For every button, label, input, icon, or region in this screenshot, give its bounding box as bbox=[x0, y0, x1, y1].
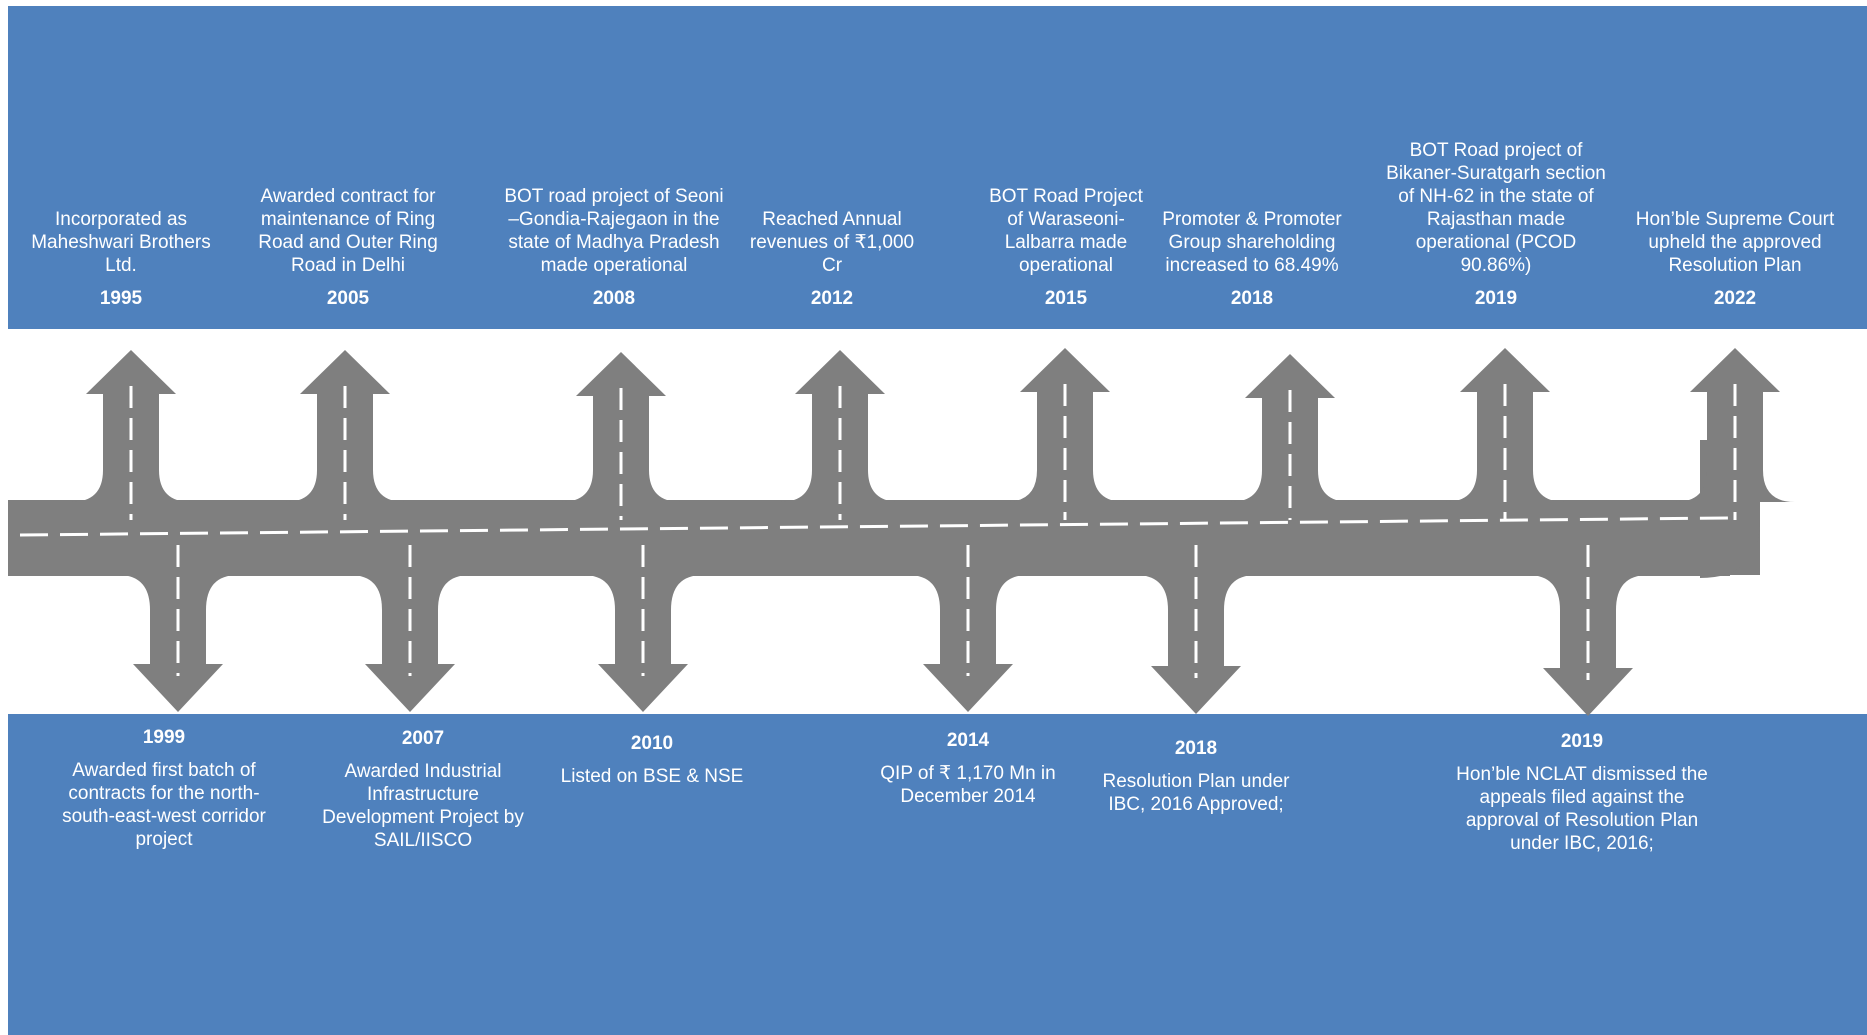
event-description: Awarded contract for maintenance of Ring… bbox=[258, 186, 438, 276]
timeline-event-bottom: 2010 Listed on BSE & NSE bbox=[542, 732, 762, 788]
branch-road-up bbox=[285, 390, 405, 502]
event-year: 2018 bbox=[1230, 288, 1274, 309]
arrow-up-icon bbox=[300, 350, 390, 394]
timeline-event-bottom: 2019 Hon’ble NCLAT dismissed the appeals… bbox=[1452, 730, 1712, 855]
arrow-up-icon bbox=[86, 350, 176, 394]
event-year: 2019 bbox=[1474, 288, 1518, 309]
timeline-event-top: Hon’ble Supreme Court upheld the approve… bbox=[1628, 208, 1843, 310]
branch-road-up bbox=[561, 392, 681, 502]
top-band bbox=[8, 6, 1867, 329]
branch-road-up bbox=[1005, 388, 1125, 502]
arrow-up-icon bbox=[1020, 348, 1110, 392]
arrow-up-icon bbox=[1460, 348, 1550, 392]
event-year: 2014 bbox=[946, 730, 990, 751]
arrow-down-icon bbox=[598, 664, 688, 712]
event-description: Awarded Industrial Infrastructure Develo… bbox=[322, 761, 524, 851]
arrow-up-icon bbox=[795, 350, 885, 394]
event-description: Awarded first batch of contracts for the… bbox=[62, 760, 266, 850]
event-year: 2018 bbox=[1174, 738, 1218, 759]
main-lane-marking bbox=[19, 516, 1729, 537]
event-description: Promoter & Promoter Group shareholding i… bbox=[1162, 209, 1342, 276]
arrow-up-icon bbox=[576, 352, 666, 396]
event-year: 2010 bbox=[630, 733, 674, 754]
arrow-down-icon bbox=[1543, 668, 1633, 716]
event-description: Incorporated as Maheshwari Brothers Ltd. bbox=[31, 209, 211, 276]
timeline-event-top: Incorporated as Maheshwari Brothers Ltd.… bbox=[26, 208, 216, 310]
timeline-event-top: BOT Road Project of Waraseoni-Lalbarra m… bbox=[981, 185, 1151, 310]
branch-road-up bbox=[1675, 388, 1795, 502]
event-year: 2019 bbox=[1560, 731, 1604, 752]
timeline-event-top: BOT road project of Seoni –Gondia-Rajega… bbox=[504, 185, 724, 310]
timeline-event-bottom: 2007 Awarded Industrial Infrastructure D… bbox=[313, 727, 533, 852]
arrow-down-icon bbox=[365, 664, 455, 712]
event-description: Hon’ble Supreme Court upheld the approve… bbox=[1635, 209, 1835, 276]
timeline-event-top: Promoter & Promoter Group shareholding i… bbox=[1152, 208, 1352, 310]
branch-road-up bbox=[71, 390, 191, 502]
arrow-up-icon bbox=[1245, 354, 1335, 398]
timeline-event-bottom: 2018 Resolution Plan under IBC, 2016 App… bbox=[1086, 737, 1306, 816]
bottom-band bbox=[8, 714, 1867, 1035]
event-year: 1999 bbox=[142, 727, 186, 748]
timeline-event-bottom: 2014 QIP of ₹ 1,170 Mn in December 2014 bbox=[858, 729, 1078, 808]
event-year: 2005 bbox=[326, 288, 370, 309]
timeline-event-bottom: 1999 Awarded first batch of contracts fo… bbox=[54, 726, 274, 851]
arrow-down-icon bbox=[923, 664, 1013, 712]
event-description: Reached Annual revenues of ₹1,000 Cr bbox=[749, 209, 915, 276]
event-description: BOT Road Project of Waraseoni-Lalbarra m… bbox=[989, 186, 1143, 276]
arrow-down-icon bbox=[1151, 666, 1241, 714]
event-description: BOT road project of Seoni –Gondia-Rajega… bbox=[504, 186, 724, 276]
event-year: 2015 bbox=[1044, 288, 1088, 309]
branch-road-up bbox=[1230, 394, 1350, 502]
event-description: Listed on BSE & NSE bbox=[560, 766, 744, 787]
timeline-event-top: Awarded contract for maintenance of Ring… bbox=[248, 185, 448, 310]
timeline-event-top: Reached Annual revenues of ₹1,000 Cr 201… bbox=[747, 208, 917, 310]
event-year: 2008 bbox=[592, 288, 636, 309]
branch-road-up bbox=[1445, 388, 1565, 502]
event-year: 2012 bbox=[810, 288, 854, 309]
main-road-body bbox=[8, 500, 1730, 576]
event-description: Resolution Plan under IBC, 2016 Approved… bbox=[1102, 771, 1290, 815]
event-description: Hon’ble NCLAT dismissed the appeals file… bbox=[1456, 764, 1708, 854]
timeline-event-top: BOT Road project of Bikaner-Suratgarh se… bbox=[1381, 139, 1611, 310]
event-description: BOT Road project of Bikaner-Suratgarh se… bbox=[1386, 140, 1606, 276]
arrow-down-icon bbox=[133, 664, 223, 712]
event-year: 2022 bbox=[1713, 288, 1757, 309]
event-year: 2007 bbox=[401, 728, 445, 749]
event-description: QIP of ₹ 1,170 Mn in December 2014 bbox=[880, 763, 1056, 807]
arrow-up-icon bbox=[1690, 348, 1780, 392]
branch-road-up bbox=[780, 390, 900, 502]
event-year: 1995 bbox=[99, 288, 143, 309]
